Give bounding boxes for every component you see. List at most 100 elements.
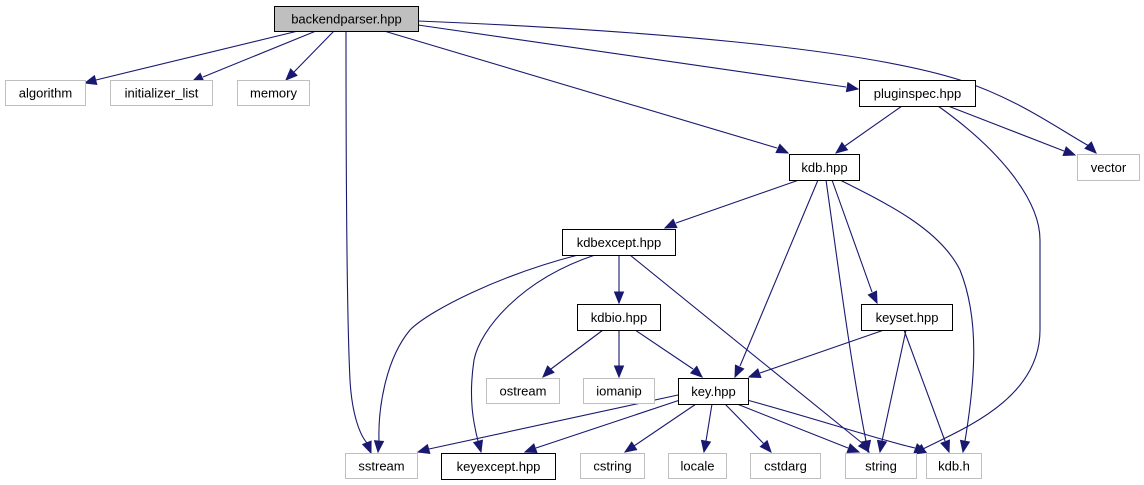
edge-key-to-string bbox=[736, 403, 861, 453]
edge-backendparser-to-sstream bbox=[345, 30, 372, 455]
node-box bbox=[562, 229, 676, 256]
edge-key-to-locale bbox=[700, 403, 713, 454]
node-label: sstream bbox=[358, 459, 404, 474]
arrowhead-icon bbox=[759, 439, 772, 453]
node-kdbio[interactable]: kdbio.hpp bbox=[577, 304, 661, 331]
edge-line bbox=[831, 179, 873, 293]
edge-line bbox=[535, 399, 681, 449]
node-memory: memory bbox=[237, 80, 310, 106]
node-label: algorithm bbox=[19, 86, 72, 101]
edge-backendparser-to-pluginspec bbox=[417, 24, 860, 93]
edge-key-to-cstring bbox=[623, 403, 697, 453]
arrowhead-icon bbox=[734, 364, 745, 379]
edge-backendparser-to-kdbhpp bbox=[383, 30, 790, 154]
node-label: locale bbox=[681, 459, 715, 474]
node-box bbox=[750, 453, 821, 479]
node-box bbox=[345, 453, 418, 479]
node-keyexcept[interactable]: keyexcept.hpp bbox=[441, 453, 556, 480]
arrowhead-icon bbox=[959, 439, 971, 454]
node-key[interactable]: key.hpp bbox=[678, 378, 749, 405]
edge-line bbox=[736, 403, 849, 449]
node-pluginspec[interactable]: pluginspec.hpp bbox=[859, 80, 976, 107]
node-kdbexcept[interactable]: kdbexcept.hpp bbox=[562, 229, 676, 256]
edge-line bbox=[383, 30, 778, 149]
arrowhead-icon bbox=[913, 443, 928, 453]
arrowhead-icon bbox=[416, 443, 431, 455]
edge-line bbox=[724, 403, 765, 445]
edge-kdbexcept-to-sstream bbox=[373, 254, 579, 454]
edges-layer bbox=[83, 20, 1097, 455]
arrowhead-icon bbox=[1084, 141, 1097, 154]
edge-kdbexcept-to-string bbox=[629, 254, 870, 454]
node-box bbox=[789, 154, 860, 181]
node-label: pluginspec.hpp bbox=[874, 86, 961, 101]
node-box bbox=[678, 378, 749, 405]
arrowhead-icon bbox=[834, 141, 849, 154]
node-box bbox=[580, 453, 645, 479]
edge-line bbox=[739, 179, 819, 367]
node-initializer_list: initializer_list bbox=[110, 80, 213, 106]
edge-line bbox=[839, 179, 975, 442]
node-kdbhpp[interactable]: kdb.hpp bbox=[789, 154, 860, 181]
edge-keyset-to-string bbox=[876, 329, 907, 454]
node-backendparser[interactable]: backendparser.hpp bbox=[274, 6, 419, 32]
arrowhead-icon bbox=[857, 439, 870, 454]
arrowhead-icon bbox=[523, 443, 538, 453]
edge-keyset-to-key bbox=[747, 329, 885, 378]
arrowhead-icon bbox=[663, 218, 678, 229]
edge-pluginspec-to-vector bbox=[947, 105, 1077, 156]
node-box bbox=[486, 378, 560, 404]
node-box bbox=[274, 6, 419, 32]
node-locale: locale bbox=[668, 453, 727, 479]
edge-line bbox=[95, 30, 299, 81]
edge-line bbox=[202, 30, 317, 78]
edge-key-to-kdbh bbox=[746, 399, 928, 453]
nodes-layer: backendparser.hpp algorithm initializer_li… bbox=[5, 6, 1140, 480]
node-label: cstdarg bbox=[764, 459, 807, 474]
arrowhead-icon bbox=[867, 290, 878, 305]
edge-kdbhpp-to-kdbh bbox=[839, 179, 975, 454]
edge-line bbox=[470, 254, 596, 442]
edge-backendparser-to-initializer_list bbox=[190, 30, 317, 83]
arrowhead-icon bbox=[623, 441, 638, 453]
node-label: kdb.hpp bbox=[801, 160, 847, 175]
edge-line bbox=[378, 254, 579, 442]
edge-line bbox=[825, 179, 867, 442]
edge-kdbexcept-to-keyexcept bbox=[470, 254, 596, 454]
edge-pluginspec-to-kdbhpp bbox=[834, 105, 903, 154]
edge-key-to-keyexcept bbox=[523, 399, 681, 453]
edge-kdbhpp-to-key bbox=[734, 179, 819, 379]
edge-line bbox=[922, 105, 1041, 450]
edge-kdbhpp-to-kdbexcept bbox=[663, 179, 800, 229]
edge-line bbox=[417, 24, 847, 88]
node-box bbox=[1077, 154, 1140, 181]
edge-line bbox=[417, 20, 1090, 147]
edge-key-to-cstdarg bbox=[724, 403, 772, 453]
arrowhead-icon bbox=[876, 439, 888, 454]
node-box bbox=[110, 80, 213, 106]
node-label: kdbio.hpp bbox=[591, 310, 647, 325]
edge-line bbox=[293, 30, 335, 73]
node-label: string bbox=[865, 459, 897, 474]
node-box bbox=[926, 453, 982, 479]
edge-line bbox=[746, 399, 916, 449]
edge-line bbox=[675, 179, 800, 224]
edge-line bbox=[881, 329, 907, 442]
edge-kdbio-to-iomanip bbox=[613, 330, 625, 379]
arrowhead-icon bbox=[775, 143, 790, 154]
edge-line bbox=[759, 329, 885, 374]
node-label: key.hpp bbox=[691, 384, 736, 399]
node-keyset[interactable]: keyset.hpp bbox=[861, 304, 953, 331]
arrowhead-icon bbox=[1062, 146, 1077, 156]
arrowhead-icon bbox=[940, 439, 950, 454]
node-label: backendparser.hpp bbox=[291, 12, 402, 27]
edge-backendparser-to-vector bbox=[417, 20, 1097, 154]
edge-line bbox=[844, 105, 903, 147]
edge-line bbox=[705, 403, 713, 442]
node-kdbh: kdb.h bbox=[926, 453, 982, 479]
arrowhead-icon bbox=[613, 291, 625, 305]
node-box bbox=[845, 453, 917, 479]
arrowhead-icon bbox=[613, 365, 625, 379]
arrowhead-icon bbox=[700, 439, 712, 454]
